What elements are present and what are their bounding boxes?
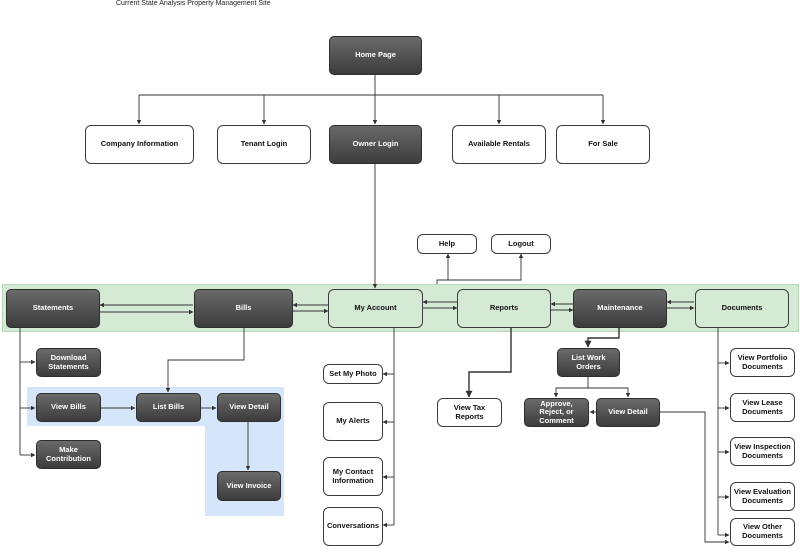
home-page-node: Home Page — [329, 36, 422, 75]
my-contact-information-node: My Contact Information — [323, 457, 383, 496]
make-contribution-node: Make Contribution — [36, 440, 101, 469]
my-account-node: My Account — [328, 289, 423, 328]
approve-reject-comment-node: Approve, Reject, or Comment — [524, 398, 589, 427]
maintenance-node: Maintenance — [573, 289, 667, 328]
view-other-documents-node: View Other Documents — [730, 518, 795, 546]
owner-login-node: Owner Login — [329, 125, 422, 164]
page-title: Current State Analysis Property Manageme… — [116, 0, 271, 7]
view-lease-documents-node: View Lease Documents — [730, 393, 795, 422]
view-invoice-node: View Invoice — [217, 471, 281, 501]
view-tax-reports-node: View Tax Reports — [437, 398, 502, 427]
help-node: Help — [417, 234, 477, 254]
view-inspection-documents-node: View Inspection Documents — [730, 437, 795, 466]
view-detail-bills-node: View Detail — [217, 393, 281, 422]
tenant-login-node: Tenant Login — [217, 125, 311, 164]
available-rentals-node: Available Rentals — [452, 125, 546, 164]
conversations-node: Conversations — [323, 507, 383, 546]
view-bills-node: View Bills — [36, 393, 101, 422]
bills-node: Bills — [194, 289, 293, 328]
logout-node: Logout — [491, 234, 551, 254]
documents-node: Documents — [695, 289, 789, 328]
view-portfolio-documents-node: View Portfolio Documents — [730, 348, 795, 377]
download-statements-node: Download Statements — [36, 348, 101, 377]
view-evaluation-documents-node: View Evaluation Documents — [730, 482, 795, 511]
reports-node: Reports — [457, 289, 551, 328]
my-alerts-node: My Alerts — [323, 402, 383, 441]
for-sale-node: For Sale — [556, 125, 650, 164]
company-information-node: Company Information — [85, 125, 194, 164]
set-my-photo-node: Set My Photo — [323, 364, 383, 384]
view-detail-maintenance-node: View Detail — [596, 398, 660, 427]
list-work-orders-node: List Work Orders — [557, 348, 620, 377]
list-bills-node: List Bills — [136, 393, 201, 422]
statements-node: Statements — [6, 289, 100, 328]
